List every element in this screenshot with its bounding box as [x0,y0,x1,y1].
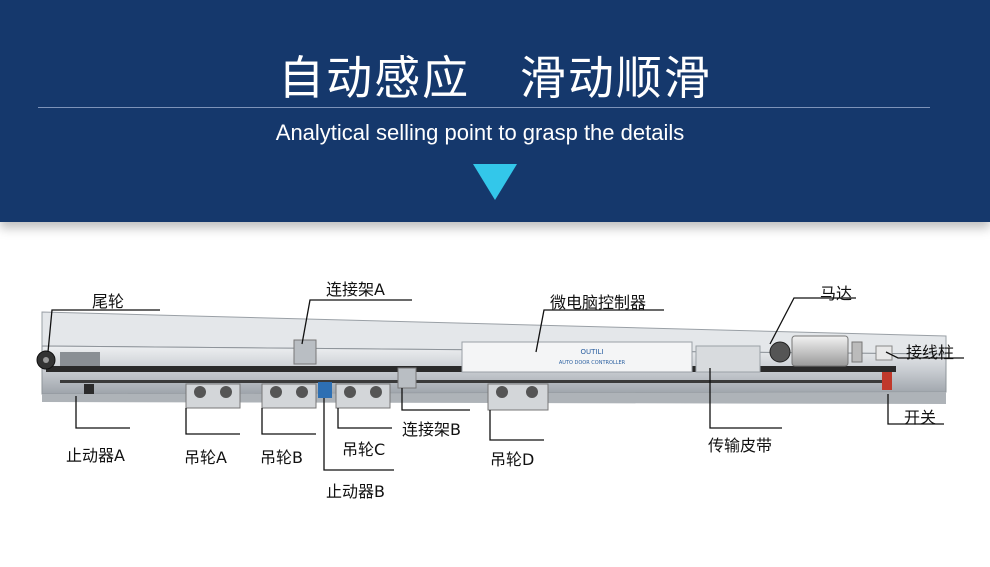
label-stopper-a: 止动器A [66,446,125,465]
label-controller: 微电脑控制器 [550,293,647,312]
terminal-part [875,345,893,361]
label-hanger-d: 吊轮D [490,450,535,469]
controller-brand: OUTILI [581,348,604,356]
hanger-d-part [487,383,549,411]
label-stopper-b: 止动器B [326,482,385,501]
hanger-a-part [185,383,241,409]
down-arrow-icon [473,164,517,200]
belt-pulley-part [695,345,761,373]
door-operator-diagram: OUTILI AUTO DOOR CONTROLLER [36,297,964,471]
label-hanger-b: 吊轮B [260,448,303,467]
header-banner: 自动感应 滑动顺滑 Analytical selling point to gr… [0,0,990,222]
page-title: 自动感应 滑动顺滑 [278,51,712,105]
bracket-b-part [397,367,417,389]
controller-part: OUTILI AUTO DOOR CONTROLLER [461,341,693,373]
switch-part [882,372,892,390]
label-terminal: 接线柱 [906,343,955,362]
bracket-a-part [293,339,317,365]
title-divider [38,107,930,108]
belt-bottom [60,380,890,383]
label-bracket-b: 连接架B [402,420,461,439]
tail-wheel-part [36,350,100,370]
motor-part [769,335,863,367]
page-subtitle: Analytical selling point to grasp the de… [275,120,685,145]
stopper-b-part [318,382,332,398]
label-bracket-a: 连接架A [326,280,385,299]
hanger-b-part [261,383,317,409]
hanger-c-part [335,383,391,409]
stopper-a-part [84,384,94,394]
label-switch: 开关 [904,408,937,427]
leader-lines [47,297,964,471]
label-hanger-a: 吊轮A [184,448,227,467]
label-belt: 传输皮带 [708,436,773,455]
label-motor: 马达 [820,284,853,303]
controller-model: AUTO DOOR CONTROLLER [559,360,626,366]
label-tail-wheel: 尾轮 [92,292,125,311]
label-hanger-c: 吊轮C [342,440,386,459]
